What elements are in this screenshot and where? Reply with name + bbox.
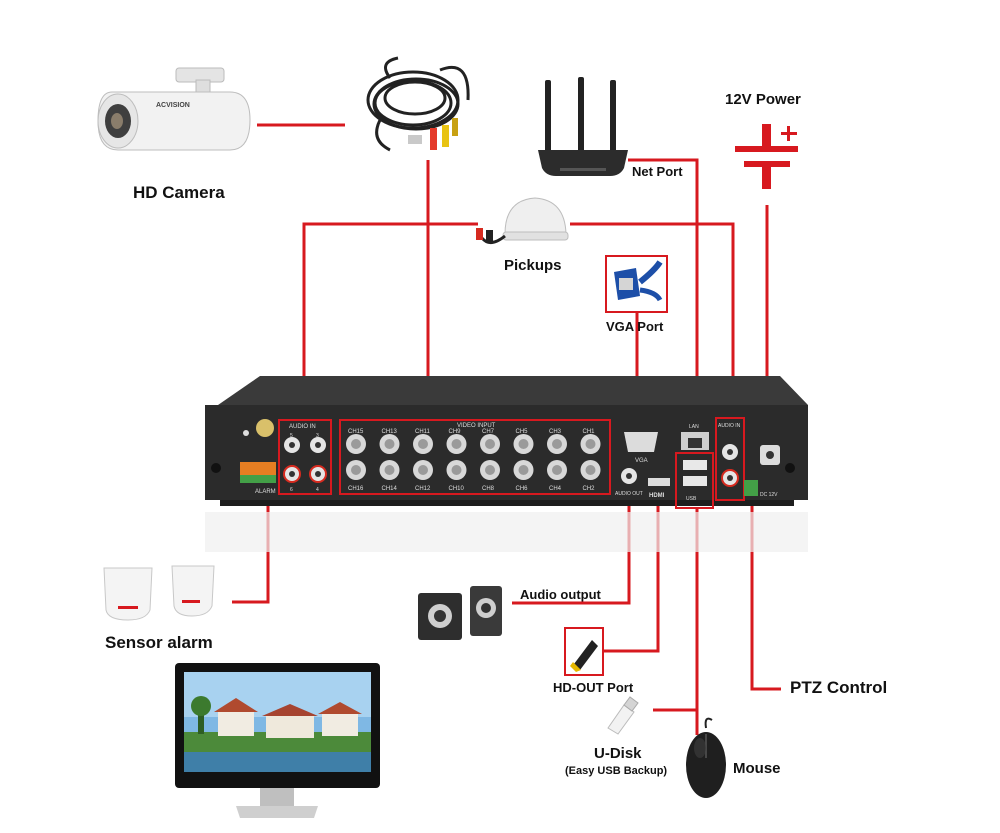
channel-label-ch8: CH8 <box>482 486 495 492</box>
hd-out-port-label: HD-OUT Port <box>553 680 634 695</box>
net-port-label: Net Port <box>632 164 683 179</box>
channel-label-ch16: CH16 <box>348 486 364 492</box>
bnc-connector-core <box>552 465 562 475</box>
pickup-microphone <box>476 197 569 244</box>
dvr-recorder <box>205 376 808 552</box>
camera-brand: ACVISION <box>156 102 190 109</box>
hdmi-label: HDMI <box>649 493 665 499</box>
bnc-connector-core <box>518 465 529 475</box>
motion-sensors <box>103 565 215 621</box>
bnc-connector-core <box>418 439 428 449</box>
channel-label-ch4: CH4 <box>549 486 562 492</box>
channel-label-ch6: CH6 <box>516 486 529 492</box>
vga-port <box>624 432 658 452</box>
bnc-connector-core <box>384 439 395 449</box>
bnc-connector-core <box>485 439 495 449</box>
channel-label-ch10: CH10 <box>449 486 465 492</box>
audio-in-right-group <box>715 417 745 501</box>
power-symbol <box>735 124 798 189</box>
hd-camera-label: HD Camera <box>133 183 225 202</box>
video-power-cable <box>366 56 470 152</box>
u-disk-note: (Easy USB Backup) <box>565 765 668 777</box>
alarm-label: ALARM <box>255 489 276 495</box>
mouse <box>686 717 726 798</box>
power-label: 12V Power <box>725 91 801 108</box>
channel-label-ch15: CH15 <box>348 429 364 435</box>
audio-num-5: 5 <box>290 433 293 439</box>
wire-ptz <box>750 498 781 691</box>
vga-port-caption: VGA Port <box>606 319 664 334</box>
channel-label-ch5: CH5 <box>516 429 529 435</box>
video-input-group <box>339 419 611 495</box>
wire-pickup-right <box>570 222 735 420</box>
audio-num-6: 6 <box>290 487 293 493</box>
audio-out-port <box>621 468 637 484</box>
audio-num-3: 3 <box>316 433 319 439</box>
channel-label-ch13: CH13 <box>382 429 398 435</box>
hdmi-port <box>648 478 670 486</box>
channel-label-ch9: CH9 <box>449 429 462 435</box>
usb-label: USB <box>686 496 697 502</box>
wire-router-lan <box>628 158 699 425</box>
lan-port <box>681 432 709 450</box>
bnc-connector-core <box>451 465 462 475</box>
audio-output-label: Audio output <box>520 587 601 602</box>
router <box>538 77 628 176</box>
video-input-label: VIDEO INPUT <box>457 423 496 429</box>
bnc-connector-core <box>585 465 596 475</box>
usb-stick <box>607 696 639 735</box>
dc-label: DC 12V <box>760 492 778 498</box>
channel-label-ch1: CH1 <box>583 429 596 435</box>
hd-camera: ACVISION <box>97 67 251 151</box>
bnc-connector-core <box>418 465 428 475</box>
bnc-connector-core <box>585 439 596 449</box>
bnc-connector-core <box>351 465 361 475</box>
speakers <box>418 586 502 640</box>
channel-label-ch2: CH2 <box>583 486 596 492</box>
bnc-connector-core <box>384 465 395 475</box>
audio-out-label: AUDIO OUT <box>615 491 643 497</box>
ptz-terminal <box>744 480 758 496</box>
mouse-label: Mouse <box>733 760 781 777</box>
dc-power-jack <box>760 445 780 465</box>
audio-in-left-label: AUDIO IN <box>289 424 316 430</box>
hdmi-connector-box <box>564 627 604 676</box>
bnc-connector-core <box>552 439 562 449</box>
alarm-terminal <box>240 419 276 483</box>
vga-port-label: VGA <box>635 458 648 464</box>
bnc-connector-core <box>451 439 462 449</box>
channel-label-ch14: CH14 <box>382 486 398 492</box>
u-disk-label: U-Disk <box>594 745 642 762</box>
ptz-control-label: PTZ Control <box>790 678 888 697</box>
lan-label: LAN <box>689 424 699 430</box>
audio-in-right-label: AUDIO IN <box>718 423 741 429</box>
bnc-connector-core <box>485 465 495 475</box>
monitor <box>175 663 380 818</box>
wire-pickup-left <box>302 222 478 420</box>
channel-label-ch11: CH11 <box>415 429 431 435</box>
audio-in-left-group <box>278 419 332 495</box>
sensor-alarm-label: Sensor alarm <box>105 633 213 652</box>
channel-label-ch12: CH12 <box>415 486 431 492</box>
usb-ports <box>675 452 714 509</box>
bnc-connector-core <box>351 439 361 449</box>
vga-connector-box <box>605 255 668 313</box>
channel-label-ch3: CH3 <box>549 429 562 435</box>
channel-label-ch7: CH7 <box>482 429 495 435</box>
audio-num-4: 4 <box>316 487 319 493</box>
bnc-connector-core <box>518 439 529 449</box>
pickups-label: Pickups <box>504 257 562 274</box>
